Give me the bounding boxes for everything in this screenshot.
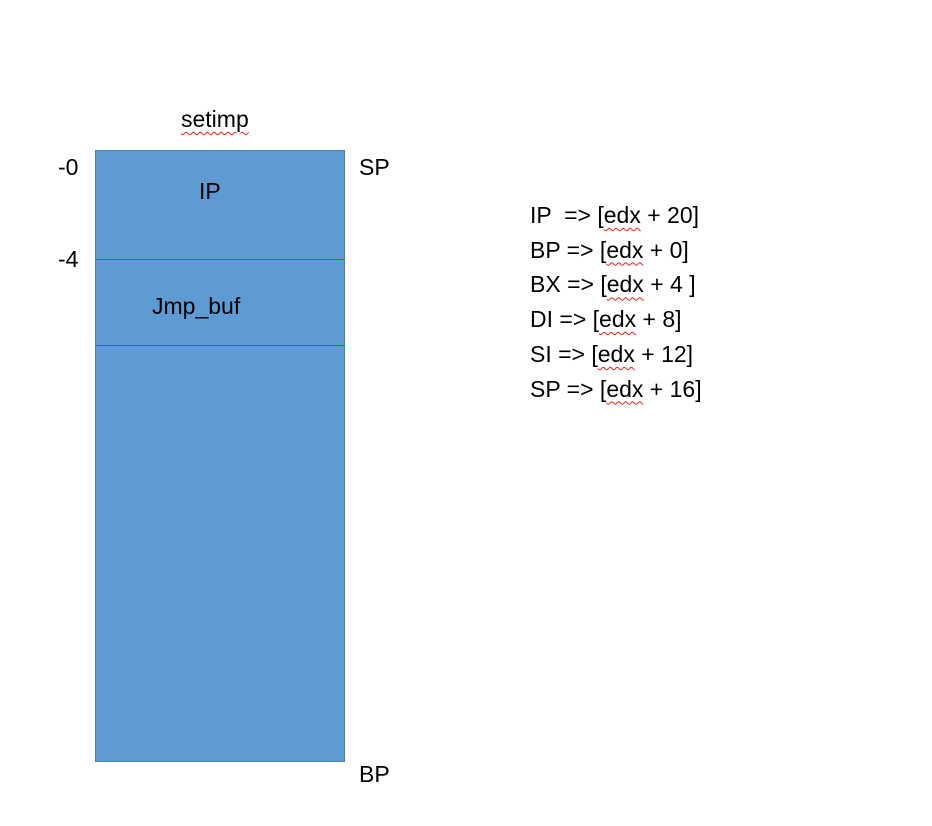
register-map-prefix: IP => [	[530, 202, 604, 228]
register-map-row: BP => [edx + 0]	[530, 233, 702, 268]
register-map-base: edx	[603, 202, 641, 228]
register-map-base: edx	[606, 271, 644, 298]
stack-frame: IP Jmp_buf	[95, 150, 345, 762]
register-map: IP => [edx + 20] BP => [edx + 0] BX => […	[530, 198, 702, 406]
stack-pointer-label: SP	[359, 154, 390, 180]
base-pointer-label: BP	[359, 761, 390, 787]
register-map-prefix: BP => [	[530, 236, 607, 263]
offset-label-0: -0	[58, 154, 79, 180]
register-map-row: BX => [edx + 4 ]	[530, 267, 702, 302]
register-map-row: IP => [edx + 20]	[530, 198, 702, 233]
register-map-suffix: + 4 ]	[643, 271, 696, 298]
stack-slot-ip: IP	[199, 178, 221, 204]
register-map-suffix: + 12]	[634, 340, 694, 367]
register-map-prefix: SI => [	[530, 340, 598, 367]
diagram-title: setimp	[181, 106, 249, 132]
slot-divider-upper	[96, 259, 344, 260]
register-map-row: DI => [edx + 8]	[530, 302, 702, 337]
register-map-base: edx	[599, 306, 637, 333]
register-map-row: SP => [edx + 16]	[530, 372, 702, 407]
stack-slot-jmp-buf: Jmp_buf	[152, 293, 241, 319]
register-map-suffix: + 0]	[643, 236, 689, 263]
register-map-row: SI => [edx + 12]	[530, 337, 702, 372]
offset-label-4: -4	[58, 246, 79, 272]
register-map-prefix: BX => [	[530, 271, 607, 298]
register-map-base: edx	[606, 236, 644, 263]
register-map-base: edx	[606, 375, 644, 402]
slot-divider-lower	[96, 345, 344, 346]
register-map-base: edx	[597, 340, 635, 367]
register-map-suffix: + 20]	[640, 202, 700, 228]
register-map-suffix: + 16]	[643, 375, 702, 402]
register-map-prefix: DI => [	[530, 306, 600, 333]
register-map-suffix: + 8]	[636, 306, 682, 333]
register-map-prefix: SP => [	[530, 375, 607, 402]
